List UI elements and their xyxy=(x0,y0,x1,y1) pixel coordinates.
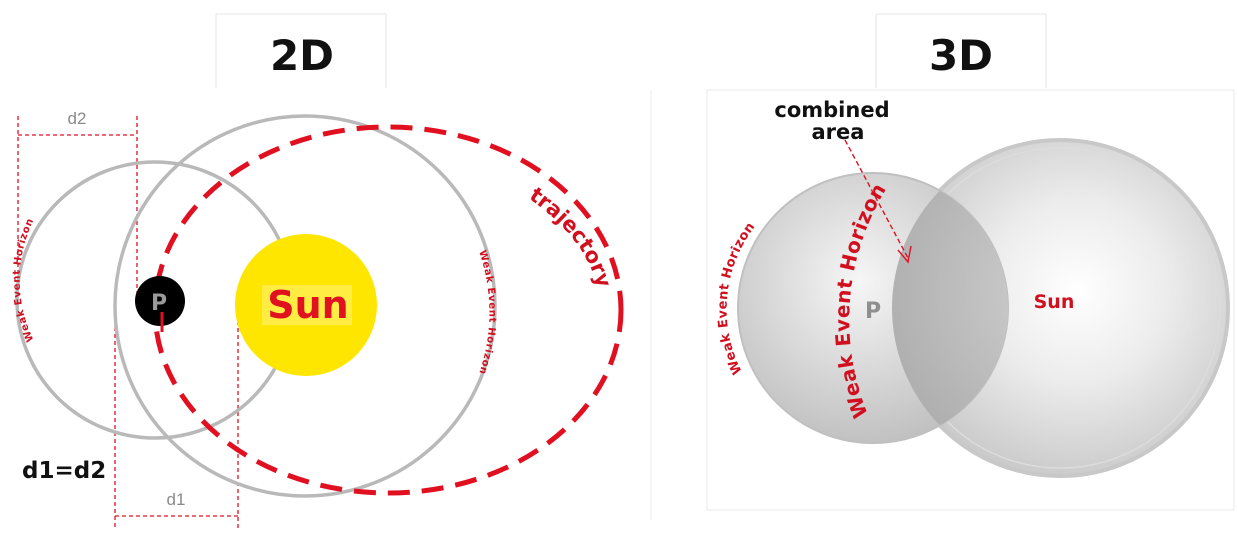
weak-horizon-ring-sun xyxy=(113,114,497,498)
heading-3d: 3D xyxy=(929,31,993,80)
sun-label: Sun xyxy=(267,283,348,327)
equation-d1-d2: d1=d2 xyxy=(22,458,106,484)
weak-horizon-label-sun-text: Weak Event Horizon xyxy=(476,249,497,376)
heading-3d-box: 3D xyxy=(875,13,1047,88)
d1-label: d1 xyxy=(167,490,186,509)
heading-2d-box: 2D xyxy=(215,13,387,88)
weak-horizon-label-sun: Weak Event Horizon xyxy=(476,249,497,376)
combined-area xyxy=(892,173,1008,443)
heading-2d: 2D xyxy=(270,31,334,80)
combined-area-label-line2: area xyxy=(812,120,865,144)
panel-3d: 3D P Sun combined area Weak Event Horizo… xyxy=(706,13,1235,511)
combined-area-label-line1: combined xyxy=(774,98,889,122)
panel-2d: 2D d2 d1 Sun P Weak Event Hor xyxy=(12,13,624,530)
dimension-d1 xyxy=(114,300,239,530)
dimension-d2 xyxy=(17,116,138,300)
planet-label: P xyxy=(151,291,167,316)
panel-3d-frame xyxy=(706,89,1235,511)
sun-label-highlight xyxy=(262,285,352,325)
planet-disc xyxy=(135,276,185,326)
planet-3d-label: P xyxy=(865,299,881,324)
sun-3d-label: Sun xyxy=(1034,291,1075,313)
d2-label: d2 xyxy=(68,109,87,128)
combined-area-arrow xyxy=(844,139,912,264)
